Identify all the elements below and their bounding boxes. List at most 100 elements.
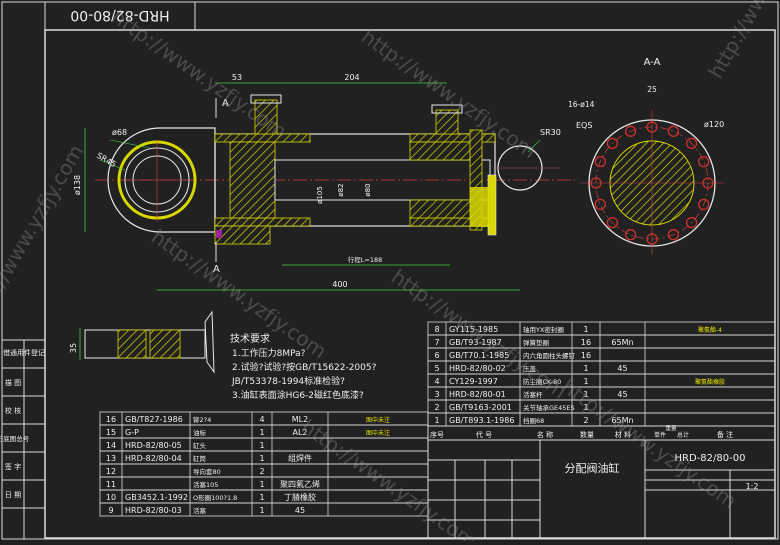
dimension-group: 53 204 ø68 SR45 ø138 ø105 ø82 ø80 SR30 行… <box>73 73 561 291</box>
cell-name: 导向套80 <box>193 467 221 476</box>
cell-qty: 1 <box>259 493 264 502</box>
cell-qty: 1 <box>259 506 264 515</box>
cell-name: 弹簧垫圈 <box>523 338 549 347</box>
cell-code: GB3452.1-1992 <box>125 493 188 502</box>
cell-code: GB/T893.1-1986 <box>449 416 514 425</box>
section-label: A-A <box>644 57 661 68</box>
dim-flange-angle: 25 <box>647 85 657 94</box>
section-arrow-label-bottom: A <box>213 264 220 275</box>
cylinder-side-view: A A <box>95 94 575 275</box>
section-aa-view: A-A 16-ø14 EQS 25 ø120 <box>568 57 724 255</box>
cell-qty: 1 <box>583 364 588 373</box>
watermark-5: http://www.yzfjy.com <box>557 374 741 513</box>
cell-qty: 1 <box>259 480 264 489</box>
cell-note: 图中未注 <box>366 429 390 437</box>
dim-rod-dia-2: ø82 <box>337 183 345 196</box>
left-stamp-block: 借通用件登记 描 图 校 核 旧底图总号 签 字 日 期 <box>0 339 46 540</box>
cell-code: HRD-82/80-02 <box>449 364 506 373</box>
cell-no: 5 <box>434 364 439 373</box>
bolt-hole-15 <box>698 155 710 168</box>
cell-no: 13 <box>106 454 116 463</box>
piston <box>229 141 276 219</box>
bolt-hole-9 <box>594 155 606 168</box>
cell-no: 10 <box>106 493 116 502</box>
cell-mat: 45 <box>617 364 627 373</box>
cell-code: HRD-82/80-05 <box>125 441 182 450</box>
cell-no: 3 <box>434 390 439 399</box>
cell-no: 16 <box>106 415 116 424</box>
title-text: 分配阀油缸 <box>565 461 620 475</box>
cell-qty: 1 <box>259 428 264 437</box>
bolt-hole-13 <box>667 125 680 137</box>
cell-code: CY129-1997 <box>449 377 498 386</box>
cell-no: 15 <box>106 428 116 437</box>
cell-code: GB/T827-1986 <box>125 415 183 424</box>
cell-name: 内六角圆柱头螺钉 <box>523 351 576 360</box>
cell-name: 轴用YX密封圈 <box>523 325 564 334</box>
hdr-tot-wt: 总计 <box>677 431 689 439</box>
cell-qty: 4 <box>259 415 264 424</box>
cell-qty: 1 <box>259 454 264 463</box>
bolt-hole-1 <box>698 198 710 211</box>
dim-flange-bolt: 16-ø14 <box>568 100 595 109</box>
cell-no: 14 <box>106 441 116 450</box>
bolt-hole-2 <box>685 216 698 229</box>
tech-title: 技术要求 <box>230 332 270 345</box>
tech-requirements: 技术要求 1.工作压力8MPa? 2.试验?试验?按GB/T15622-2005… <box>230 332 377 401</box>
cell-note: 聚氨酯-4 <box>698 326 722 334</box>
cell-mat: 65Mn <box>611 338 633 347</box>
cell-name: 活塞杆 <box>523 390 543 399</box>
cell-qty: 16 <box>581 351 591 360</box>
hdr-weight: 重量 <box>665 424 677 432</box>
dim-flange-eqs: EQS <box>576 121 592 130</box>
sheet-inner-frame <box>44 29 776 539</box>
cell-name: 铆2?4 <box>193 415 211 424</box>
cell-mat: 45 <box>295 506 305 515</box>
stamp-label-4: 签 字 <box>5 462 21 471</box>
bolt-hole-5 <box>624 229 637 241</box>
watermark-8: http://www.yzfjy.com <box>704 0 780 83</box>
cell-code: GB/T70.1-1985 <box>449 351 509 360</box>
cell-qty: 1 <box>583 377 588 386</box>
tech-line-1: 2.试验?试验?按GB/T15622-2005? <box>232 361 377 373</box>
cell-mat: 丁腈橡胶 <box>284 492 316 502</box>
drawing-number-box <box>44 1 196 31</box>
cell-qty: 1 <box>583 403 588 412</box>
cell-code: GB/T93-1987 <box>449 338 502 347</box>
bolt-hole-3 <box>667 229 680 241</box>
gland <box>409 141 471 161</box>
tech-line-3: 3.油缸表面涂HG6-2磁红色底漆? <box>232 389 364 401</box>
cell-mat: 45 <box>617 390 627 399</box>
cell-name: 缸头 <box>193 441 207 450</box>
cell-qty: 1 <box>583 390 588 399</box>
cell-note: 图中未注 <box>366 416 390 424</box>
dim-top-offset: 53 <box>232 73 242 82</box>
cell-name: 挡圈68 <box>523 416 544 425</box>
cell-qty: 1 <box>259 441 264 450</box>
hdr-unit-wt: 单件 <box>654 431 666 439</box>
bolt-hole-10 <box>606 137 619 150</box>
cell-mat: ML2 <box>292 415 308 424</box>
cell-no: 1 <box>434 416 439 425</box>
cell-name: 活塞 <box>193 506 207 515</box>
tech-line-0: 1.工作压力8MPa? <box>232 347 306 359</box>
cell-qty: 1 <box>583 325 588 334</box>
cell-code: HRD-82/80-04 <box>125 454 182 463</box>
dim-sphere-radius: SR45 <box>95 151 118 169</box>
cell-name: 缸筒 <box>193 454 207 463</box>
cell-code: G-P <box>125 428 139 437</box>
dim-port-dia: ø68 <box>112 128 127 137</box>
dim-rod-dia-3: ø80 <box>364 183 372 196</box>
cell-mat: AL2 <box>292 428 307 437</box>
cell-code: GB/T9163-2001 <box>449 403 512 412</box>
cell-no: 12 <box>106 467 116 476</box>
rod-eye-outline <box>107 127 216 233</box>
cell-name: 关节轴承GE45ES <box>523 403 575 412</box>
stamp-label-5: 日 期 <box>5 491 21 499</box>
watermark-1: http://www.yzfjy.com <box>107 4 291 143</box>
title-block: 分配阀油缸 HRD-82/80-00 1:2 <box>427 439 776 539</box>
